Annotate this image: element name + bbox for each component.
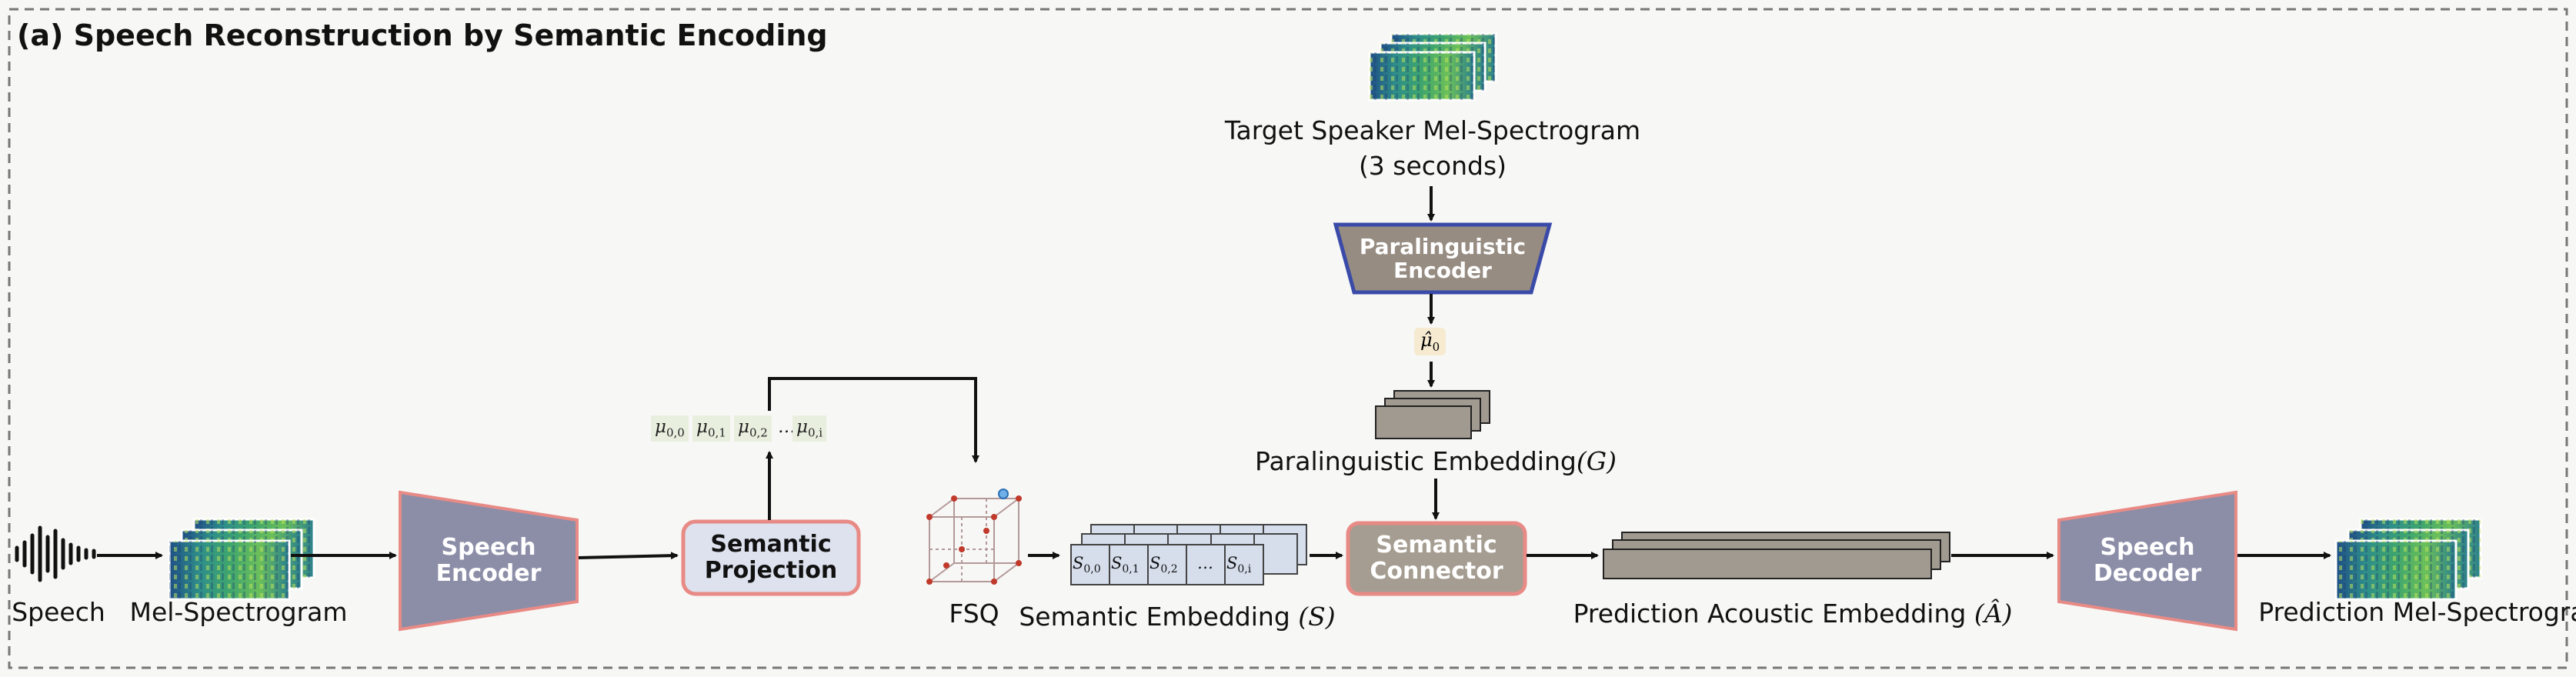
prediction-acoustic-text: Prediction Acoustic Embedding xyxy=(1573,599,1967,629)
speech-encoder-line1: Speech xyxy=(441,534,536,562)
mu-token: … xyxy=(774,415,799,442)
semantic-projection-line2: Projection xyxy=(704,557,838,584)
semantic-embedding-symbol: (S) xyxy=(1298,602,1336,632)
fsq-points xyxy=(926,495,1022,585)
s-token-sub: 0,2 xyxy=(1160,563,1178,576)
mu-hat-sub: 0 xyxy=(1432,339,1440,354)
semantic-embedding-label: Semantic Embedding (S) xyxy=(1019,602,1335,632)
s-token: S0,1 xyxy=(1111,554,1140,575)
semantic-connector-line1: Semantic xyxy=(1376,532,1497,559)
s-token-base: S xyxy=(1150,554,1161,572)
prediction-acoustic-embedding-stack xyxy=(1603,532,1950,579)
speech-decoder-label: Speech Decoder xyxy=(2074,520,2221,602)
target-duration-label: (3 seconds) xyxy=(1358,151,1507,181)
s-token: S0,i xyxy=(1226,554,1251,575)
s-token-base: S xyxy=(1073,554,1084,572)
speech-encoder-block xyxy=(399,490,579,632)
mu-token: μ0,1 xyxy=(692,415,730,442)
speech-encoder-line2: Encoder xyxy=(435,560,542,587)
s-token: S0,2 xyxy=(1150,554,1178,575)
paralinguistic-encoder-label: Paralinguistic Encoder xyxy=(1339,225,1547,292)
mu-token: μ0,2 xyxy=(734,415,772,442)
speech-decoder-line2: Decoder xyxy=(2093,560,2202,587)
semantic-embedding-stack xyxy=(1070,524,1307,585)
diagram-title: (a) Speech Reconstruction by Semantic En… xyxy=(17,18,828,52)
prediction-mel-spectrogram-icon xyxy=(2334,518,2482,601)
speech-decoder-block xyxy=(2057,490,2237,632)
semantic-projection-line1: Semantic xyxy=(710,531,832,559)
mel-spectrogram-icon xyxy=(168,518,315,601)
prediction-acoustic-symbol: (Â) xyxy=(1974,599,2013,629)
s-token-sub: 0,i xyxy=(1237,563,1252,576)
paralinguistic-embedding-stack xyxy=(1375,390,1490,439)
s-token-sub: 0,1 xyxy=(1122,563,1140,576)
paralinguistic-embedding-symbol: (G) xyxy=(1576,446,1617,476)
semantic-connector-line2: Connector xyxy=(1370,558,1503,585)
s-token-base: S xyxy=(1226,554,1238,572)
mu-token-sub: 0,i xyxy=(807,425,823,440)
mu-token-base: μ xyxy=(696,417,708,437)
mu-token: μ0,0 xyxy=(651,415,689,442)
mu-token-sub: 0,1 xyxy=(707,425,726,440)
semantic-connector-label: Semantic Connector xyxy=(1348,523,1525,594)
semantic-embedding-text: Semantic Embedding xyxy=(1019,602,1290,632)
s-token: … xyxy=(1197,554,1213,575)
semantic-projection-label: Semantic Projection xyxy=(683,522,859,594)
s-token: S0,0 xyxy=(1073,554,1101,575)
paralinguistic-embedding-label: Paralinguistic Embedding(G) xyxy=(1255,446,1617,476)
semantic-projection-block xyxy=(681,519,861,596)
mel-spectrogram-label: Mel-Spectrogram xyxy=(129,597,348,627)
mu-token-base: μ xyxy=(796,417,808,437)
mu-token-sub: 0,2 xyxy=(749,425,768,440)
dashed-frame xyxy=(8,8,2568,669)
s-token-sub: 0,0 xyxy=(1083,563,1101,576)
paralinguistic-encoder-block xyxy=(1333,222,1553,295)
paralinguistic-encoder-line2: Encoder xyxy=(1393,258,1492,283)
prediction-mel-label: Prediction Mel-Spectrogram xyxy=(2258,597,2576,627)
semantic-connector-block xyxy=(1346,521,1527,596)
paralinguistic-encoder-line1: Paralinguistic xyxy=(1359,233,1527,259)
fsq-label: FSQ xyxy=(949,599,999,629)
mu-token-base: … xyxy=(778,417,796,437)
target-mel-spectrogram-icon xyxy=(1368,32,1497,102)
prediction-acoustic-label: Prediction Acoustic Embedding (Â) xyxy=(1573,599,2013,629)
speech-encoder-label: Speech Encoder xyxy=(415,520,562,602)
mu-token-base: μ xyxy=(655,417,666,437)
speech-label: Speech xyxy=(12,597,105,627)
fsq-query-point xyxy=(998,489,1009,499)
speech-decoder-line1: Speech xyxy=(2100,534,2195,562)
s-token-base: S xyxy=(1111,554,1123,572)
mu-hat-token: μ̂0 xyxy=(1414,328,1446,355)
mu-token-base: μ xyxy=(738,417,749,437)
fsq-cube-icon xyxy=(929,498,1019,582)
waveform-icon xyxy=(15,525,96,582)
s-token-base: … xyxy=(1197,554,1213,572)
mu-token: μ0,i xyxy=(792,415,827,442)
paralinguistic-embedding-text: Paralinguistic Embedding xyxy=(1255,446,1577,476)
target-speaker-label: Target Speaker Mel-Spectrogram xyxy=(1224,115,1641,145)
mu-hat-base: μ̂ xyxy=(1420,329,1433,351)
flow-arrows xyxy=(97,186,2331,560)
mu-token-sub: 0,0 xyxy=(666,425,685,440)
